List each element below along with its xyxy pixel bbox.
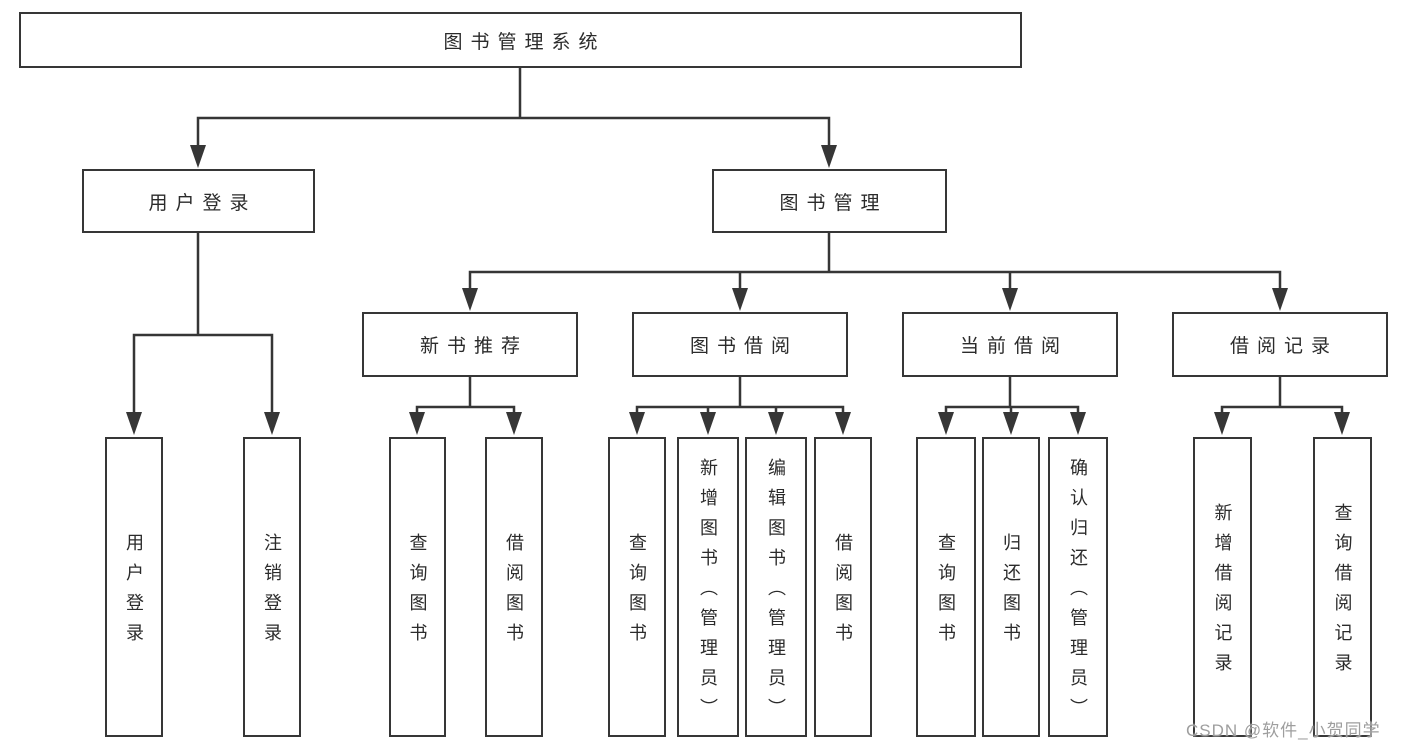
csdn-watermark: CSDN @软件_小贺同学 [1186, 721, 1381, 740]
node-user-login: 用户登录 [82, 169, 315, 233]
arrow-down-icon [409, 412, 425, 435]
leaf-borrow-books-recommend: 借阅图书 [485, 437, 543, 737]
arrow-down-icon [835, 412, 851, 435]
leaf-edit-book-admin: 编辑图书（管理员） [745, 437, 807, 737]
arrow-down-icon [1272, 288, 1288, 311]
arrow-down-icon [506, 412, 522, 435]
leaf-user-login: 用户登录 [105, 437, 163, 737]
connector-new-book-recommend [415, 375, 516, 416]
leaf-add-borrow-record: 新增借阅记录 [1193, 437, 1252, 737]
leaf-logout: 注销登录 [243, 437, 301, 737]
connector-book-management [468, 231, 1282, 292]
arrow-down-icon [1334, 412, 1350, 435]
arrow-down-icon [768, 412, 784, 435]
arrow-down-icon [938, 412, 954, 435]
connector-borrow-records [1220, 375, 1344, 416]
arrow-down-icon [190, 145, 206, 168]
leaf-add-book-admin: 新增图书（管理员） [677, 437, 739, 737]
connector-book-borrowing [635, 375, 845, 416]
leaf-borrow-books-borrowing: 借阅图书 [814, 437, 872, 737]
arrow-down-icon [1214, 412, 1230, 435]
leaf-query-books-recommend: 查询图书 [389, 437, 446, 737]
arrow-down-icon [264, 412, 280, 435]
leaf-confirm-return-admin: 确认归还（管理员） [1048, 437, 1108, 737]
connector-current-borrowing [944, 375, 1080, 416]
arrow-down-icon [821, 145, 837, 168]
arrow-down-icon [1070, 412, 1086, 435]
node-new-book-recommend: 新书推荐 [362, 312, 578, 377]
leaf-query-borrow-record: 查询借阅记录 [1313, 437, 1372, 737]
node-borrow-records: 借阅记录 [1172, 312, 1388, 377]
leaf-query-books-borrowing: 查询图书 [608, 437, 666, 737]
arrow-down-icon [700, 412, 716, 435]
connector-user-login [132, 231, 274, 416]
arrow-down-icon [629, 412, 645, 435]
node-current-borrowing: 当前借阅 [902, 312, 1118, 377]
arrow-down-icon [1002, 288, 1018, 311]
arrow-down-icon [462, 288, 478, 311]
leaf-query-books-current: 查询图书 [916, 437, 976, 737]
arrow-down-icon [1003, 412, 1019, 435]
leaf-return-books: 归还图书 [982, 437, 1040, 737]
node-book-borrowing: 图书借阅 [632, 312, 848, 377]
node-book-management: 图书管理 [712, 169, 947, 233]
connector-root [196, 66, 831, 148]
arrow-down-icon [732, 288, 748, 311]
arrow-down-icon [126, 412, 142, 435]
node-library-management-system: 图书管理系统 [19, 12, 1022, 68]
